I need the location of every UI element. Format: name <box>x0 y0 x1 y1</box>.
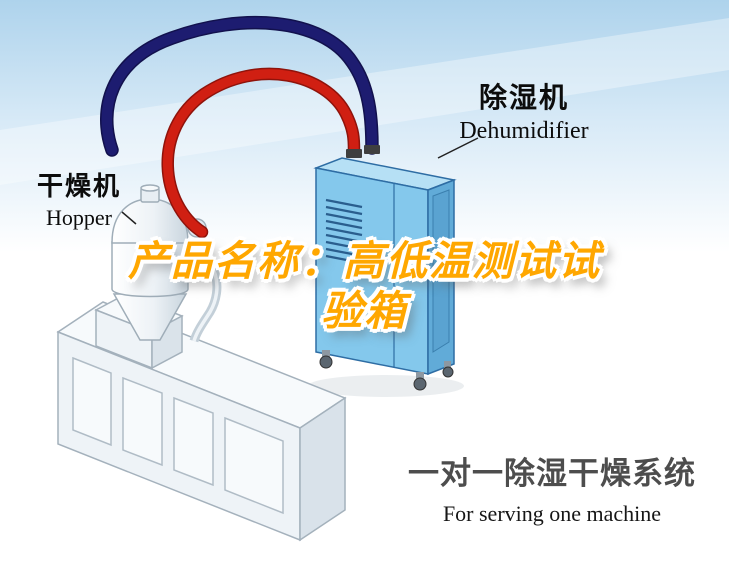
navy-return-pipe <box>101 17 378 156</box>
pipe-connector <box>364 145 380 154</box>
cabinet-name-plate <box>329 299 357 319</box>
dehumidifier-label-cn: 除湿机 <box>478 82 569 113</box>
door-handle <box>400 262 405 280</box>
hopper-label-cn: 干燥机 <box>36 171 121 201</box>
hopper-leader-line <box>121 211 137 225</box>
product-title: 产品名称：高低温测试试 验箱 <box>40 236 689 336</box>
machine-side-face <box>299 396 346 542</box>
system-caption-en: For serving one machine <box>442 501 662 526</box>
dehumidifier-label-en: Dehumidifier <box>459 118 589 144</box>
caster-wheel <box>413 377 427 391</box>
caster-bracket <box>444 361 451 369</box>
product-title-line2: 验箱 <box>321 288 408 335</box>
hopper-label-en: Hopper <box>46 205 112 230</box>
side-handle <box>438 267 444 273</box>
hopper-lid-cap-top <box>140 184 160 192</box>
pipe-loop <box>100 15 379 239</box>
machine-door-panel <box>122 376 163 467</box>
hopper-duct-highlight <box>192 248 219 342</box>
caster-bracket <box>322 350 330 359</box>
product-title-line1: 产品名称：高低温测试试 <box>128 238 601 284</box>
caster-wheels <box>319 350 454 391</box>
caster-bracket <box>416 372 424 381</box>
red-supply-pipe <box>163 69 359 237</box>
machine-door-panel <box>173 396 214 487</box>
pipe-connector <box>346 149 362 158</box>
vent-grille <box>325 198 363 265</box>
dehumidifier-label: 除湿机 Dehumidifier <box>443 76 605 145</box>
machine-door-panel <box>72 356 112 447</box>
machine-door-panel <box>224 416 284 515</box>
system-caption-cn: 一对一除湿干燥系统 <box>408 456 696 491</box>
hopper-label: 干燥机 Hopper <box>20 166 138 231</box>
system-caption: 一对一除湿干燥系统 For serving one machine <box>404 448 700 527</box>
dehumidifier-leader-line <box>437 137 479 159</box>
caster-wheel <box>442 366 454 378</box>
hopper-cylinder <box>111 241 189 298</box>
dehumidifier-cabinet <box>313 157 457 376</box>
caster-wheel <box>319 355 333 369</box>
